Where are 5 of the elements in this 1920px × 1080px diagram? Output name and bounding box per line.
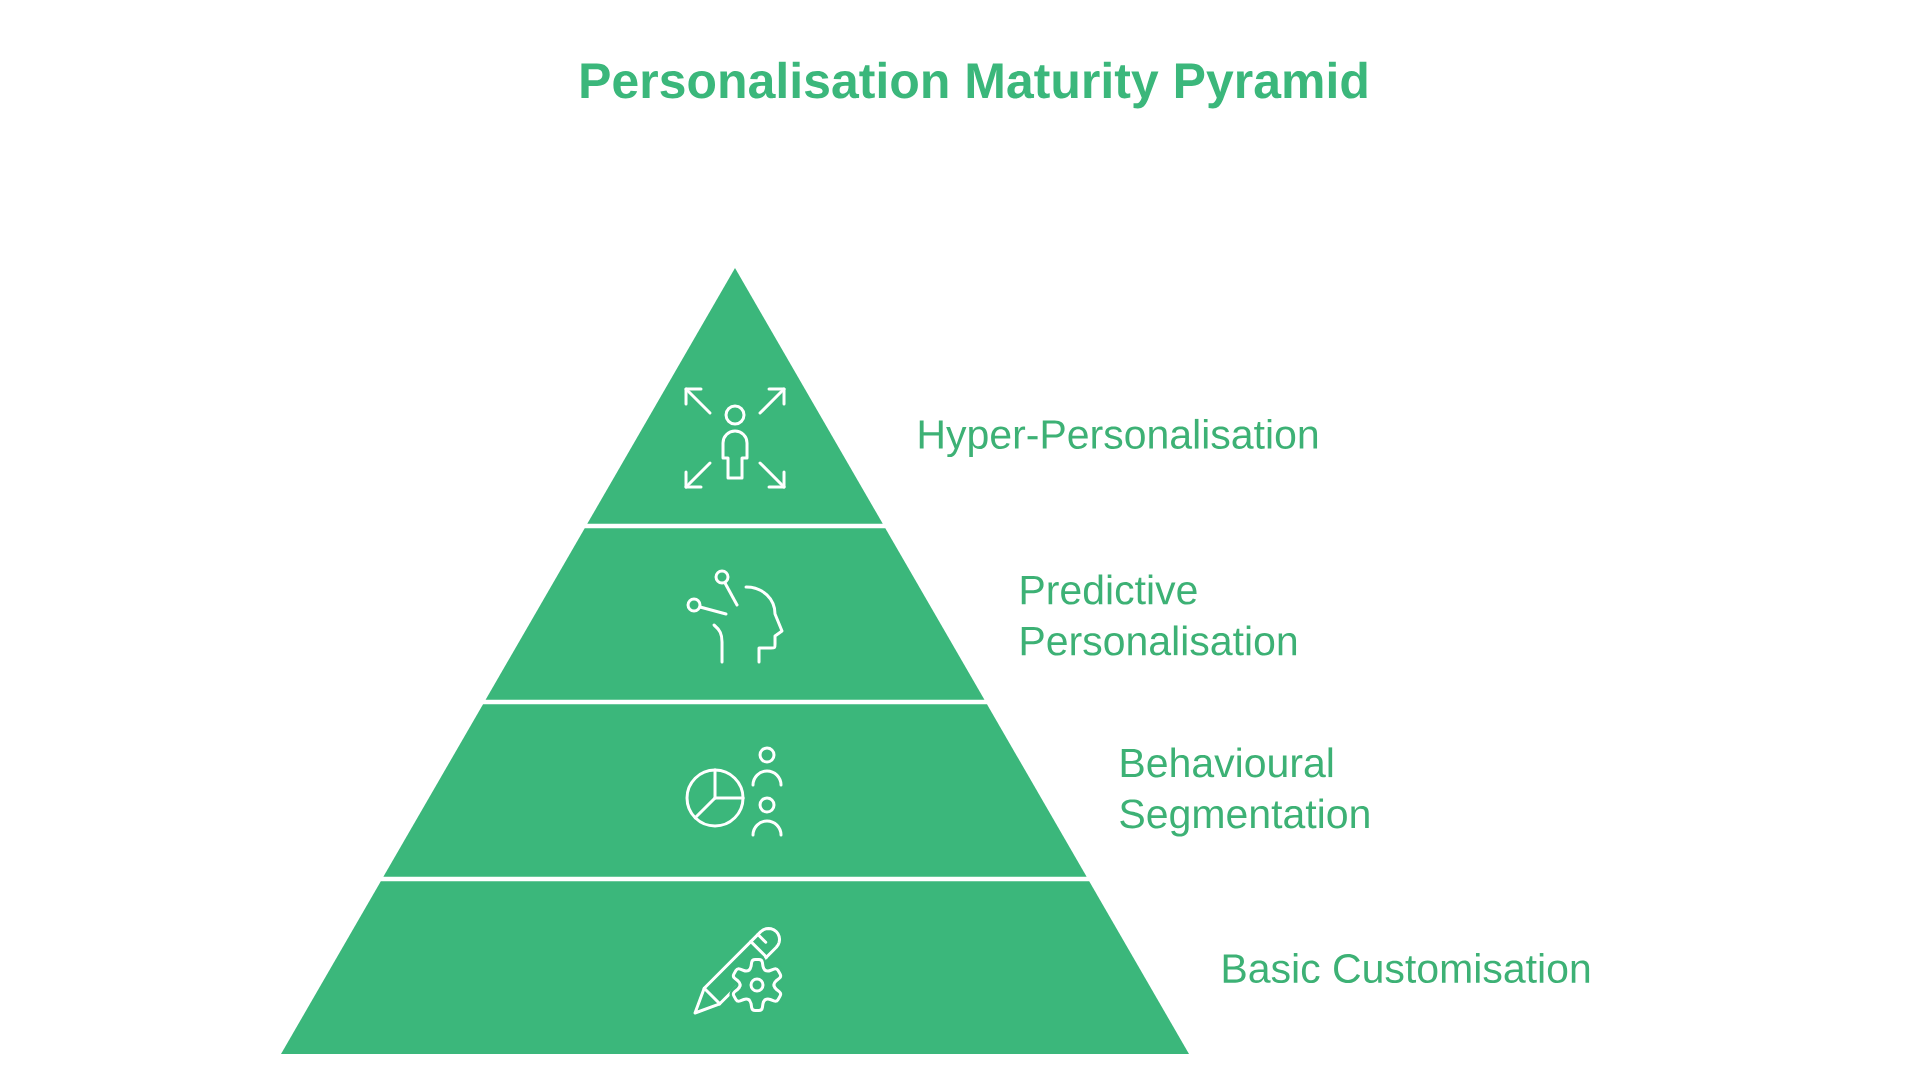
tier-label: Basic Customisation <box>1223 952 1590 984</box>
tier-label: Predictive Personalisation <box>1021 574 1297 656</box>
tier-label: Hyper-Personalisation <box>919 418 1318 458</box>
title: Personalisation Maturity Pyramid <box>581 61 1367 109</box>
tier-label: Behavioural Segmentation <box>1120 747 1369 837</box>
